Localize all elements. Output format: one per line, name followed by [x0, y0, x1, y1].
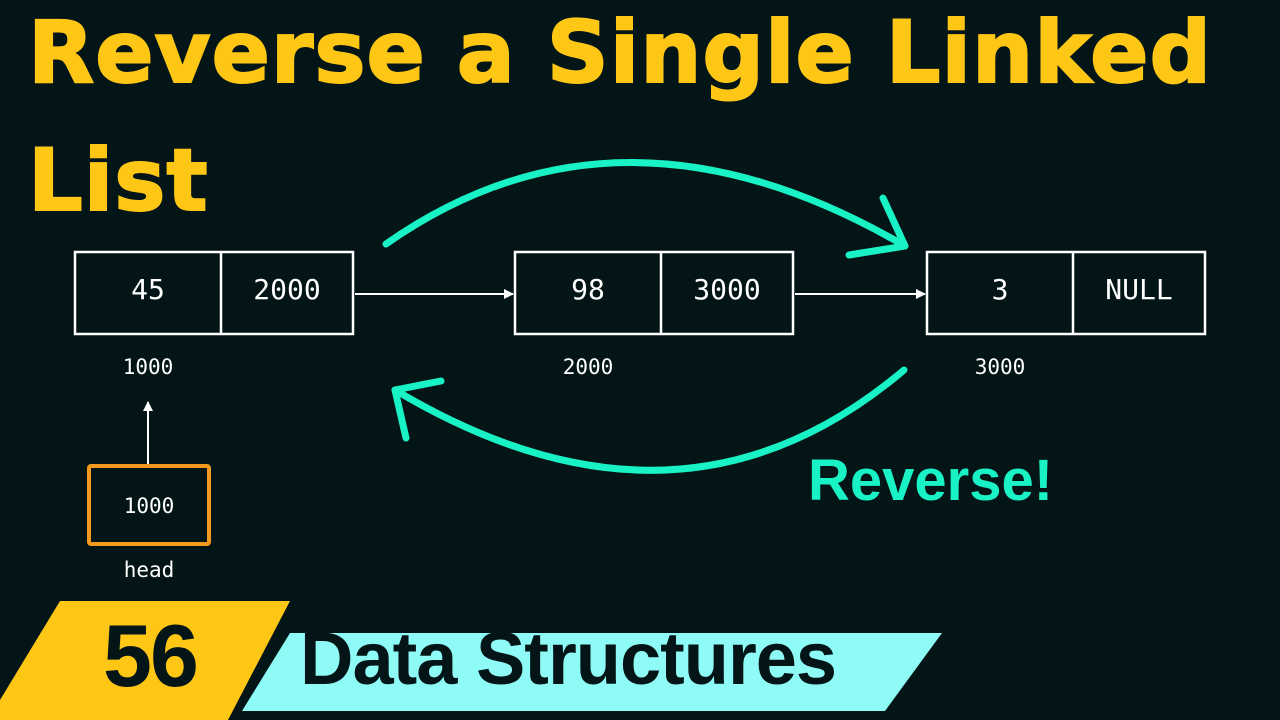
episode-badge-bg — [0, 601, 290, 720]
episode-number: 56 — [103, 606, 199, 705]
node-2-data: 98 — [571, 273, 605, 306]
title-line-2: List — [27, 131, 209, 231]
reverse-annotation: Reverse! — [808, 448, 1054, 513]
forward-curved-arrow-icon — [382, 159, 909, 259]
node-3-next: NULL — [1105, 273, 1172, 306]
node-2: 98 3000 2000 — [513, 250, 795, 379]
head-label: head — [124, 558, 175, 582]
head-pointer: 1000 head — [87, 401, 211, 582]
node-3-data: 3 — [992, 273, 1009, 306]
node-2-next: 3000 — [693, 273, 760, 306]
series-badge-bg — [242, 633, 942, 711]
backward-curved-arrow-icon — [391, 366, 908, 474]
node-3: 3 NULL 3000 — [925, 250, 1207, 379]
node-3-address: 3000 — [975, 355, 1026, 379]
series-name: Data Structures — [300, 617, 837, 700]
node-1-data: 45 — [131, 273, 165, 306]
head-box — [87, 464, 211, 546]
head-value: 1000 — [124, 494, 175, 518]
node-2-address: 2000 — [563, 355, 614, 379]
node-1-next: 2000 — [253, 273, 320, 306]
node-1: 45 2000 1000 — [73, 250, 355, 379]
title-line-1: Reverse a Single Linked — [27, 3, 1212, 103]
node-1-address: 1000 — [123, 355, 174, 379]
